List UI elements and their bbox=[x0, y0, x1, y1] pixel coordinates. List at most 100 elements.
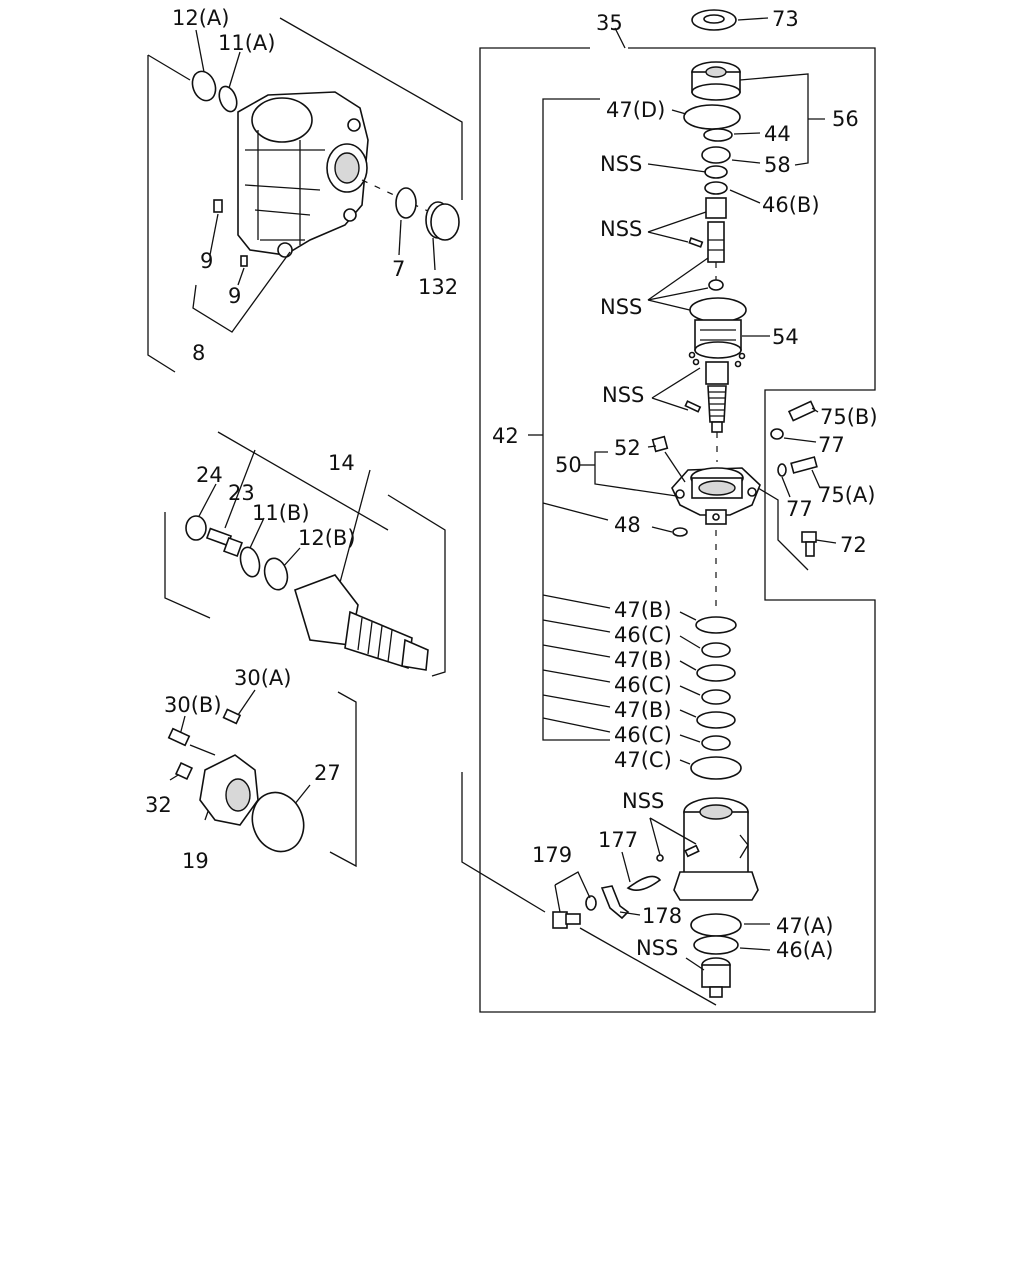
adjuster-24 bbox=[185, 515, 207, 541]
label-72: 72 bbox=[840, 533, 867, 557]
label-11a: 11(A) bbox=[218, 31, 275, 55]
label-12b: 12(B) bbox=[298, 526, 356, 550]
label-nss-6: NSS bbox=[636, 936, 678, 960]
label-73: 73 bbox=[772, 7, 799, 31]
label-52: 52 bbox=[614, 436, 641, 460]
fitting-75a bbox=[790, 456, 818, 474]
ring-leader-lines bbox=[542, 594, 701, 765]
label-8: 8 bbox=[192, 341, 205, 365]
label-30a: 30(A) bbox=[234, 666, 291, 690]
bearing-44 bbox=[703, 128, 733, 142]
label-47d: 47(D) bbox=[606, 98, 665, 122]
ball-nut-54 bbox=[694, 319, 742, 359]
ball-bearings bbox=[688, 351, 746, 368]
pipe-178 bbox=[600, 885, 630, 920]
washer-179 bbox=[585, 895, 597, 911]
nut-32 bbox=[174, 761, 194, 781]
bottom-plug bbox=[701, 957, 731, 998]
seal-ring-stack bbox=[690, 616, 742, 780]
label-46c-2: 46(C) bbox=[614, 673, 672, 697]
label-11b: 11(B) bbox=[252, 501, 310, 525]
ring-11a bbox=[218, 85, 238, 113]
label-nss-2: NSS bbox=[600, 217, 642, 241]
bolt-9-a bbox=[213, 199, 223, 213]
seal-46b bbox=[704, 181, 728, 195]
steering-gear-housing bbox=[237, 91, 369, 258]
seal-177 bbox=[626, 875, 662, 891]
plug-52 bbox=[651, 435, 669, 453]
cap-132 bbox=[425, 201, 460, 241]
top-cover-56 bbox=[691, 61, 741, 101]
label-47a: 47(A) bbox=[776, 914, 833, 938]
bolt-179 bbox=[552, 911, 581, 929]
bolt-30b bbox=[167, 727, 191, 747]
label-42: 42 bbox=[492, 424, 519, 448]
label-nss-3: NSS bbox=[600, 295, 642, 319]
valve-housing-50 bbox=[671, 467, 761, 525]
label-32: 32 bbox=[145, 793, 172, 817]
label-48: 48 bbox=[614, 513, 641, 537]
seal-7 bbox=[395, 187, 417, 219]
side-cover-group bbox=[167, 689, 357, 868]
washer-77b bbox=[777, 463, 787, 477]
label-178: 178 bbox=[642, 904, 682, 928]
screw-23 bbox=[205, 527, 243, 557]
bleeder-30a bbox=[222, 708, 242, 725]
label-58: 58 bbox=[764, 153, 791, 177]
label-47b-3: 47(B) bbox=[614, 698, 672, 722]
label-177: 177 bbox=[598, 828, 638, 852]
o-ring-47d bbox=[683, 104, 741, 130]
label-77-a: 77 bbox=[818, 433, 845, 457]
label-24: 24 bbox=[196, 463, 223, 487]
label-27: 27 bbox=[314, 761, 341, 785]
label-54: 54 bbox=[772, 325, 799, 349]
lower-valve-housing bbox=[673, 797, 759, 901]
label-47b-2: 47(B) bbox=[614, 648, 672, 672]
label-12a: 12(A) bbox=[172, 6, 229, 30]
label-47c: 47(C) bbox=[614, 748, 672, 772]
o-ring-47a bbox=[690, 913, 742, 937]
sector-shaft-14 bbox=[294, 574, 429, 671]
seal-48 bbox=[672, 527, 688, 537]
label-46b: 46(B) bbox=[762, 193, 820, 217]
sector-shaft-group bbox=[164, 431, 446, 677]
snap-ring-12a bbox=[191, 70, 217, 102]
seal-46a bbox=[693, 935, 739, 955]
washer-77a bbox=[770, 428, 784, 440]
part-labels: 12(A) 11(A) 9 9 8 7 132 24 23 14 11(B) 1… bbox=[145, 6, 878, 962]
label-46c-3: 46(C) bbox=[614, 723, 672, 747]
label-7: 7 bbox=[392, 257, 405, 281]
label-47b-1: 47(B) bbox=[614, 598, 672, 622]
bolt-72 bbox=[801, 531, 817, 557]
label-77-b: 77 bbox=[786, 497, 813, 521]
label-46c-1: 46(C) bbox=[614, 623, 672, 647]
label-75b: 75(B) bbox=[820, 405, 878, 429]
input-shaft bbox=[688, 197, 727, 263]
label-50: 50 bbox=[555, 453, 582, 477]
ring-11b bbox=[239, 546, 261, 578]
label-23: 23 bbox=[228, 481, 255, 505]
valve-assembly-group bbox=[461, 9, 876, 1013]
label-nss-5: NSS bbox=[622, 789, 664, 813]
label-nss-4: NSS bbox=[602, 383, 644, 407]
o-ring-27 bbox=[251, 791, 305, 853]
label-44: 44 bbox=[764, 122, 791, 146]
bearing-58 bbox=[701, 146, 731, 164]
label-19: 19 bbox=[182, 849, 209, 873]
label-30b: 30(B) bbox=[164, 693, 222, 717]
bolt-9-b bbox=[240, 255, 248, 267]
label-75a: 75(A) bbox=[818, 483, 875, 507]
label-46a: 46(A) bbox=[776, 938, 833, 962]
label-132: 132 bbox=[418, 275, 458, 299]
label-9-a: 9 bbox=[200, 249, 213, 273]
side-cover-19 bbox=[199, 754, 259, 826]
worm-shaft bbox=[684, 361, 729, 433]
label-nss-1: NSS bbox=[600, 152, 642, 176]
label-56: 56 bbox=[832, 107, 859, 131]
label-35: 35 bbox=[596, 11, 623, 35]
label-14: 14 bbox=[328, 451, 355, 475]
fitting-75b bbox=[787, 400, 817, 422]
housing-group bbox=[147, 17, 463, 373]
assembly-frame-35 bbox=[479, 47, 876, 1013]
